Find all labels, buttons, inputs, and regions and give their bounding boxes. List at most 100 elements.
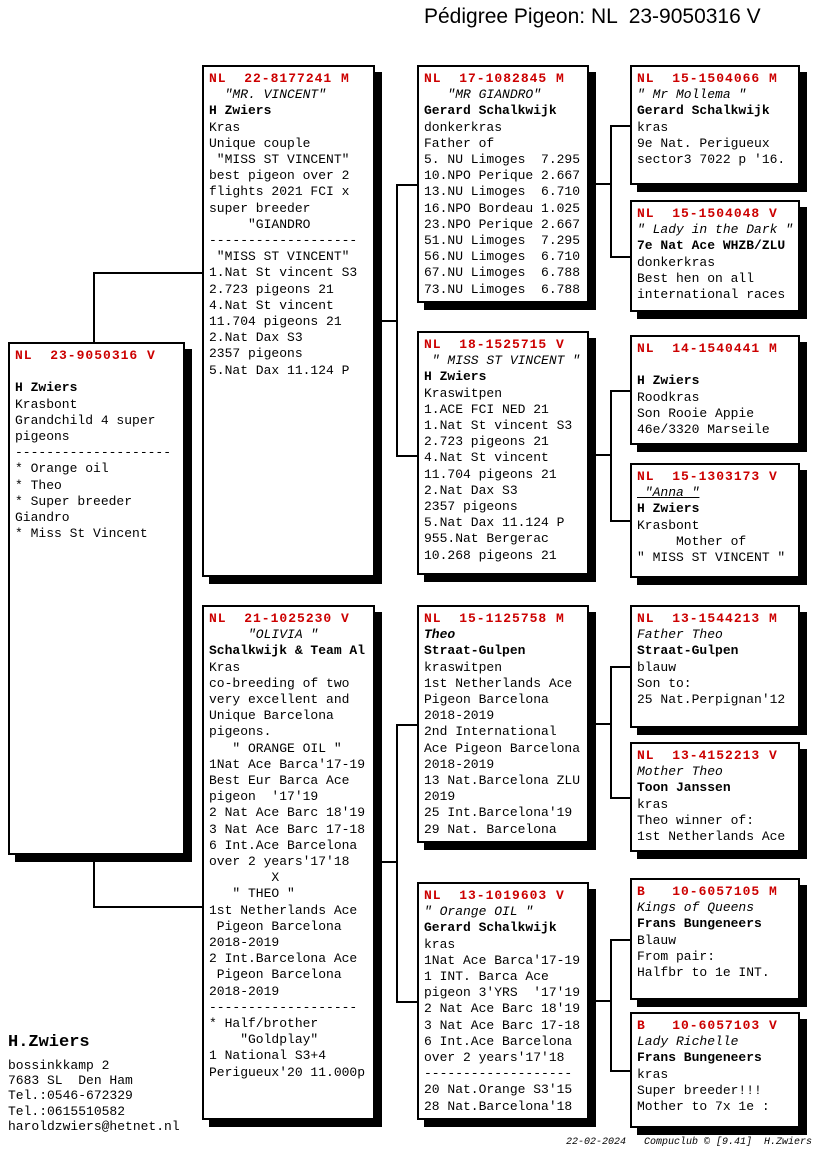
connector-line (375, 861, 397, 863)
pedigree-line: ------------------- (209, 233, 358, 249)
pedigree-line: Pigeon Barcelona (424, 692, 549, 708)
pedigree-box-great-grandparent-1: NL 15-1504066 M" Mr Mollema "Gerard Scha… (630, 65, 800, 185)
pedigree-line: 2.723 pigeons 21 (209, 281, 334, 297)
pedigree-line: Father Theo (637, 627, 723, 643)
pedigree-line: Roodkras (637, 389, 700, 405)
pedigree-line: * Miss St Vincent (15, 526, 148, 542)
connector-line (93, 855, 95, 908)
pedigree-line: 2nd International (424, 724, 557, 740)
pedigree-line: 13 Nat.Barcelona ZLU (424, 773, 581, 789)
pedigree-line: donkerkras (637, 254, 716, 270)
connector-line (610, 797, 630, 799)
connector-line (375, 320, 397, 322)
connector-line (396, 724, 398, 1003)
pedigree-line: 29 Nat. Barcelona (424, 821, 557, 837)
pedigree-line: donkerkras (424, 119, 503, 135)
pedigree-line: kras (637, 1066, 669, 1082)
ring-number: NL 23-9050316 V (15, 348, 156, 363)
pedigree-line: 2.723 pigeons 21 (424, 434, 549, 450)
pedigree-line (15, 364, 183, 380)
pedigree-line: 1 INT. Barca Ace (424, 969, 549, 985)
pedigree-line: over 2 years'17'18 (209, 854, 350, 870)
contact-line: bossinkkamp 2 (8, 1058, 110, 1073)
connector-line (610, 390, 630, 392)
pedigree-line: 4.Nat St vincent (424, 450, 549, 466)
pedigree-line: * Half/brother (209, 1016, 319, 1032)
pedigree-line: Straat-Gulpen (637, 643, 739, 659)
pedigree-line: " MISS ST VINCENT " (424, 353, 581, 369)
pedigree-line: 51.NU Limoges 7.295 (424, 233, 581, 249)
ring-number: NL 14-1540441 M (637, 341, 778, 356)
pedigree-line: 2 Nat Ace Barc 18'19 (424, 1001, 581, 1017)
pedigree-line: H Zwiers (15, 380, 78, 396)
pedigree-line: best pigeon over 2 (209, 168, 350, 184)
pedigree-line: 2018-2019 (209, 935, 280, 951)
connector-line (610, 125, 630, 127)
pedigree-line: 1Nat Ace Barca'17-19 (209, 756, 366, 772)
ring-number: NL 17-1082845 M (424, 71, 565, 86)
pedigree-line: co-breeding of two (209, 675, 350, 691)
pedigree-line: 2018-2019 (424, 756, 495, 772)
pedigree-line: 11.704 pigeons 21 (209, 314, 342, 330)
pedigree-line: " Lady in the Dark " (637, 222, 794, 238)
pedigree-line: -------------------- (15, 445, 172, 461)
pedigree-line: pigeons. (209, 724, 272, 740)
pedigree-line: "MR GIANDRO" (424, 87, 542, 103)
pedigree-line: very excellent and (209, 692, 350, 708)
pedigree-line: 2.Nat Dax S3 (424, 482, 518, 498)
pedigree-line: 2357 pigeons (209, 346, 303, 362)
connector-line (396, 455, 417, 457)
pedigree-line: 5. NU Limoges 7.295 (424, 152, 581, 168)
pedigree-line: Son Rooie Appie (637, 405, 755, 421)
pedigree-line: 1st Netherlands Ace (209, 902, 358, 918)
pedigree-line: H Zwiers (637, 373, 700, 389)
pedigree-line: Kraswitpen (424, 385, 503, 401)
pedigree-line: kraswitpen (424, 659, 503, 675)
pedigree-line: H Zwiers (637, 501, 700, 517)
pedigree-line: Giandro (15, 510, 70, 526)
connector-line (610, 939, 630, 941)
pedigree-line: Gerard Schalkwijk (424, 920, 557, 936)
pedigree-box-maternal-grandmother: NL 13-1019603 V" Orange OIL "Gerard Scha… (417, 882, 589, 1120)
connector-line (93, 272, 95, 343)
connector-line (589, 723, 610, 725)
pedigree-line: Theo (424, 627, 456, 643)
pedigree-line: Mother of (637, 533, 747, 549)
pedigree-line: "MR. VINCENT" (209, 87, 327, 103)
pedigree-line: * Theo (15, 477, 62, 493)
pedigree-line: 2357 pigeons (424, 499, 518, 515)
connector-line (396, 184, 398, 457)
footer-credit: 22-02-2024 Compuclub © [9.41] H.Zwiers (565, 1137, 812, 1148)
pedigree-line: Mother Theo (637, 764, 723, 780)
pedigree-line: international races (637, 287, 786, 303)
pedigree-line (637, 357, 798, 373)
pedigree-line: 9e Nat. Perigueux (637, 135, 770, 151)
pedigree-line: 20 Nat.Orange S3'15 (424, 1082, 573, 1098)
pedigree-line: Krasbont (637, 517, 700, 533)
connector-line (610, 390, 612, 522)
pedigree-line: 4.Nat St vincent (209, 297, 334, 313)
pedigree-line: Kings of Queens (637, 900, 755, 916)
ring-number: NL 15-1504048 V (637, 206, 778, 221)
connector-line (610, 256, 630, 258)
pedigree-line: 46e/3320 Marseile (637, 422, 770, 438)
pedigree-line: Pigeon Barcelona (209, 967, 342, 983)
connector-line (610, 125, 612, 258)
connector-line (610, 666, 612, 799)
pedigree-line: " Orange OIL " (424, 904, 534, 920)
pedigree-line: * Orange oil (15, 461, 109, 477)
pedigree-line: 1.Nat St vincent S3 (424, 418, 573, 434)
pedigree-box-paternal-grandfather: NL 17-1082845 M "MR GIANDRO"Gerard Schal… (417, 65, 589, 303)
pedigree-line: 13.NU Limoges 6.710 (424, 184, 581, 200)
pedigree-line: 1.ACE FCI NED 21 (424, 401, 549, 417)
pedigree-line: 10.NPO Perique 2.667 (424, 168, 581, 184)
pedigree-line: 2 Int.Barcelona Ace (209, 951, 358, 967)
pedigree-line: 2019 (424, 789, 456, 805)
pedigree-line: Pigeon Barcelona (209, 918, 342, 934)
